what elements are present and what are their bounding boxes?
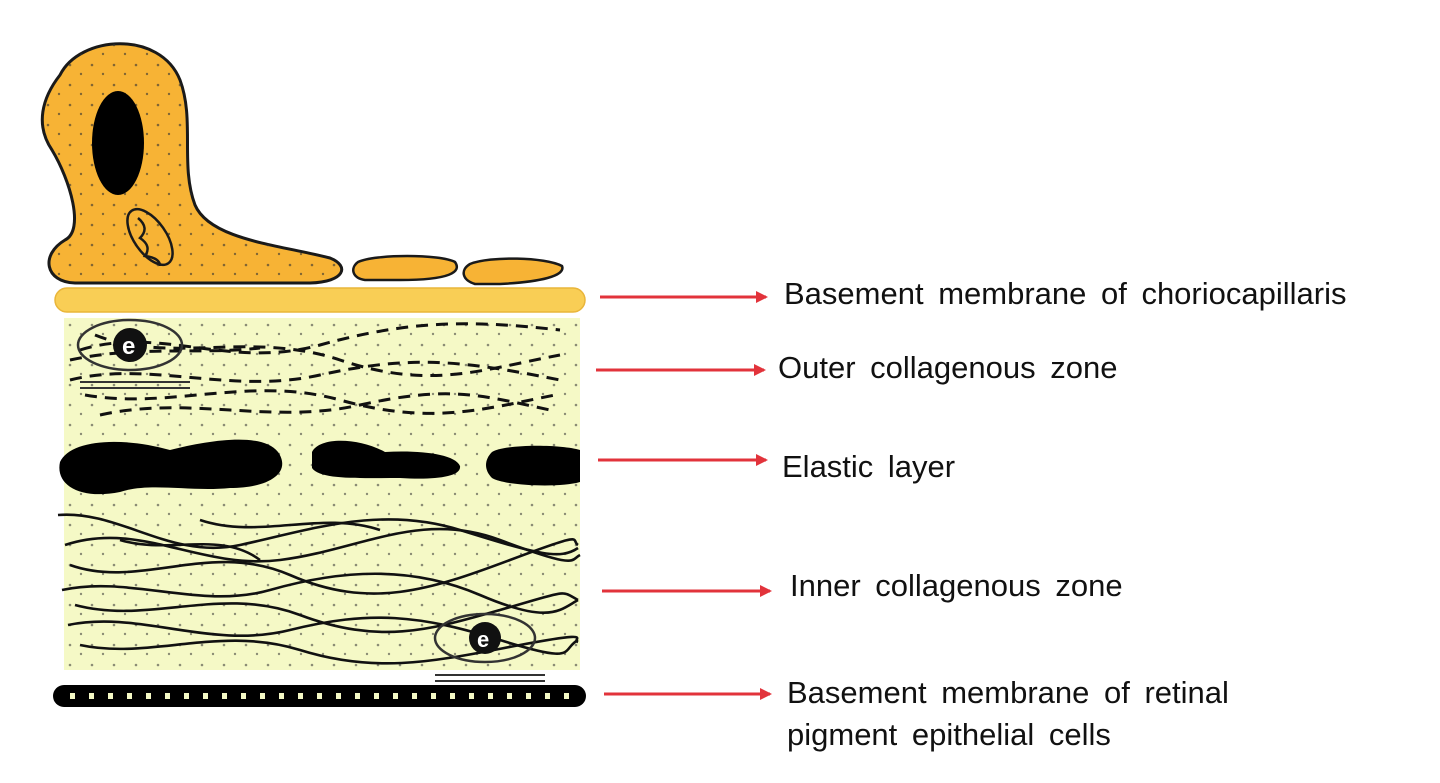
rpe-membrane-dot xyxy=(260,693,265,699)
watermark-logo: e xyxy=(433,612,545,682)
label-basement-rpe-line1: Basement membrane of retinal xyxy=(787,675,1229,710)
rpe-membrane-dot xyxy=(374,693,379,699)
rpe-membrane-dot xyxy=(526,693,531,699)
rpe-membrane-dot xyxy=(70,693,75,699)
rpe-membrane-dot xyxy=(393,693,398,699)
rpe-membrane-dot xyxy=(450,693,455,699)
label-basement-choriocapillaris: Basement membrane of choriocapillaris xyxy=(784,276,1347,311)
basement-membrane-choriocapillaris xyxy=(54,287,586,313)
rpe-membrane-dot xyxy=(469,693,474,699)
rpe-membrane-dot xyxy=(298,693,303,699)
svg-text:e: e xyxy=(477,627,489,652)
svg-text:e: e xyxy=(122,333,135,360)
rpe-membrane-dot xyxy=(146,693,151,699)
outer-collagenous-fibers xyxy=(69,322,561,417)
rpe-membrane-dot xyxy=(127,693,132,699)
inner-collagenous-fibers xyxy=(57,513,581,665)
rpe-membrane-dot xyxy=(412,693,417,699)
rpe-membrane-dot xyxy=(355,693,360,699)
rpe-membrane-dot xyxy=(488,693,493,699)
label-inner-collagenous: Inner collagenous zone xyxy=(790,568,1123,603)
elastic-layer-blobs xyxy=(59,439,580,495)
nucleus xyxy=(92,91,144,195)
rpe-membrane-dot xyxy=(89,693,94,699)
rpe-membrane-dot xyxy=(222,693,227,699)
rpe-membrane-dot xyxy=(564,693,569,699)
rpe-membrane-dot xyxy=(336,693,341,699)
cell-fragment xyxy=(462,257,564,286)
rpe-membrane-dot xyxy=(108,693,113,699)
rpe-membrane-dot xyxy=(431,693,436,699)
rpe-membrane-dot xyxy=(241,693,246,699)
watermark-logo: e xyxy=(76,318,190,389)
rpe-membrane-dot xyxy=(507,693,512,699)
rpe-membrane-dot xyxy=(545,693,550,699)
label-outer-collagenous: Outer collagenous zone xyxy=(778,350,1118,385)
cell-fragment xyxy=(352,254,458,282)
rpe-membrane-dot xyxy=(317,693,322,699)
basement-membrane-rpe xyxy=(53,685,586,707)
mitochondrion xyxy=(126,207,174,267)
endothelial-cell xyxy=(40,42,343,285)
label-elastic-layer: Elastic layer xyxy=(782,449,956,484)
bruchs-matrix xyxy=(64,318,580,670)
label-arrows xyxy=(596,291,772,700)
label-basement-rpe-line2: pigment epithelial cells xyxy=(787,717,1111,752)
rpe-membrane-dot xyxy=(184,693,189,699)
rpe-membrane-dot xyxy=(203,693,208,699)
rpe-membrane-dot xyxy=(279,693,284,699)
rpe-membrane-dot xyxy=(165,693,170,699)
